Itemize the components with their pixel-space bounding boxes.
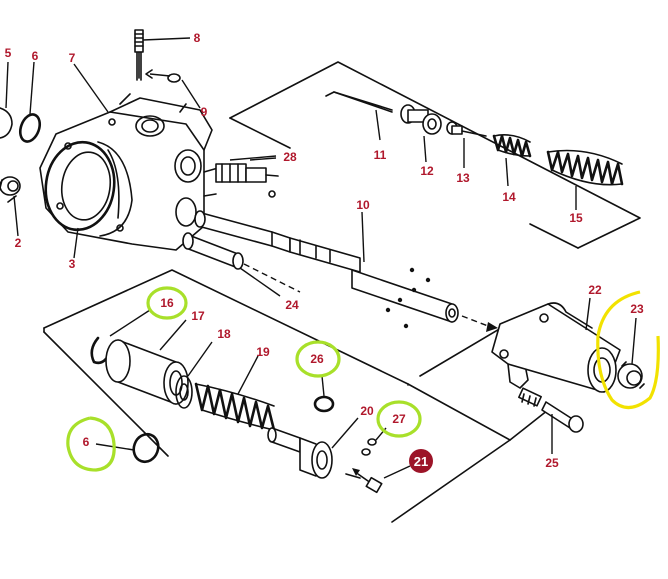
part-21-pin [345,465,411,494]
upper-subassembly-frame [229,61,641,249]
label-part-10: 10 [356,198,370,212]
label-part-11: 11 [374,148,387,162]
part-11-needle [325,91,393,141]
highlight-yellow-23 [596,290,660,410]
label-part-8: 8 [194,31,201,45]
label-part-12: 12 [420,164,434,178]
part-15-spring-large [546,149,624,210]
label-part-2: 2 [15,236,22,250]
part-8-stud [134,29,191,81]
part-25-screws [518,387,584,454]
label-part-28: 28 [283,150,297,164]
part-17-piston-sleeve [105,319,189,405]
part-13-pin [446,121,487,168]
lower-left-subassembly-frame [43,269,511,523]
part-14-spring-small [492,134,532,187]
part-12-poppet [400,104,442,163]
part-6-oring-top [18,61,42,143]
label-part-3: 3 [69,257,76,271]
part-10-spool [194,210,498,332]
highlight-green-27 [376,400,422,438]
label-part-14: 14 [502,190,516,204]
label-part-16: 16 [160,296,174,310]
label-part-25: 25 [545,456,559,470]
label-part-27: 27 [392,412,406,426]
part-28-fitting [215,155,279,198]
label-part-18: 18 [217,327,231,341]
badge-part-21: 21 [409,449,433,473]
label-part-15: 15 [569,211,583,225]
label-part-21: 21 [414,454,428,469]
highlight-green-6 [66,416,116,472]
label-part-17: 17 [191,309,205,323]
highlight-green-16 [146,286,188,320]
label-part-22: 22 [588,283,602,297]
part-9-ball [145,69,201,109]
part-2-plug [0,176,21,237]
part-3-face-seal [44,140,116,259]
label-part-7: 7 [69,51,76,65]
part-22-end-cap [491,297,621,393]
part-7-valve-housing [39,63,219,251]
label-part-9: 9 [201,105,208,119]
label-part-6-lower: 6 [83,435,90,449]
label-part-13: 13 [456,171,470,185]
label-part-6-top: 6 [32,49,39,63]
part-5-washer [0,61,13,139]
part-6-oring-lower [95,432,160,464]
part-20-plunger [267,417,359,479]
part-18-washer [175,341,213,409]
part-26-oring [313,375,335,413]
part-23-plug [617,317,645,389]
label-part-19: 19 [256,345,270,359]
highlight-green-26 [295,340,341,378]
part-24-shaft [182,232,301,297]
label-part-24: 24 [285,298,299,312]
label-part-20: 20 [360,404,374,418]
label-part-5: 5 [5,46,12,60]
part-27-small-oring [361,427,387,456]
part-19-main-spring [194,355,276,432]
label-part-26: 26 [310,352,324,366]
label-part-23: 23 [630,302,644,316]
